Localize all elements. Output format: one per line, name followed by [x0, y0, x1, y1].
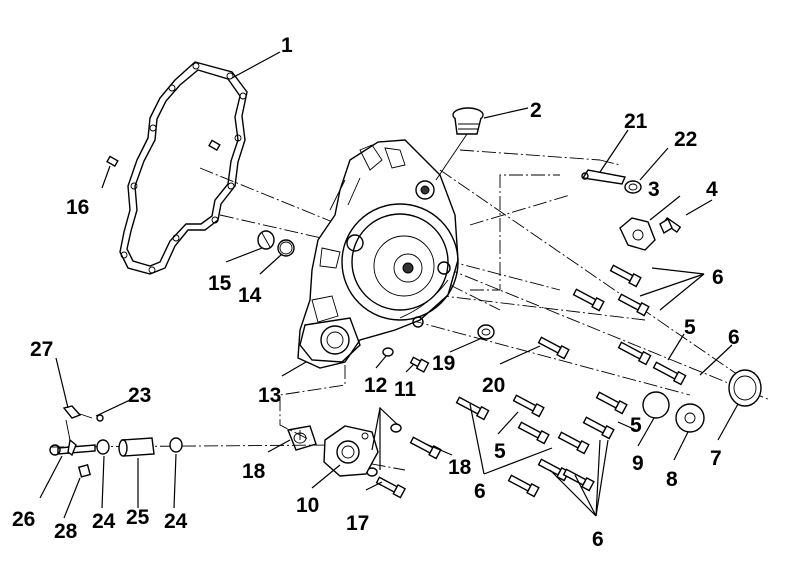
callout-2: 2 — [530, 99, 542, 122]
callout-22: 22 — [674, 128, 697, 151]
callout-4: 4 — [706, 178, 718, 201]
callout-6-a: 6 — [712, 266, 724, 289]
callout-6-d: 6 — [592, 528, 604, 551]
callout-6-c: 6 — [474, 480, 486, 503]
callout-25: 25 — [126, 506, 150, 529]
leader-lines — [39, 51, 739, 519]
pin-and-collar-parts — [581, 169, 642, 194]
callout-24-a: 24 — [92, 510, 116, 533]
gasket-part — [119, 61, 248, 275]
pump-housing-part — [287, 425, 379, 477]
callout-24-b: 24 — [164, 510, 188, 533]
callout-28: 28 — [54, 520, 78, 543]
callout-10: 10 — [296, 494, 319, 517]
oil-filler-plug-part — [435, 107, 484, 181]
seal-cap-oring-parts — [642, 369, 762, 433]
bolts-part — [375, 264, 687, 499]
callout-14: 14 — [238, 284, 262, 307]
callout-18-b: 18 — [448, 456, 472, 479]
callout-1: 1 — [281, 34, 293, 57]
callout-26: 26 — [12, 508, 35, 531]
callout-labels: 1 2 3 4 5 5 5 6 6 6 6 6 7 8 9 10 11 12 1… — [12, 34, 740, 551]
callout-8: 8 — [666, 468, 678, 491]
callout-7: 7 — [710, 447, 722, 470]
callout-12: 12 — [364, 374, 387, 397]
callout-17: 17 — [346, 512, 369, 535]
plug-and-oring-parts — [257, 230, 295, 257]
callout-5-c: 5 — [630, 414, 642, 437]
callout-27: 27 — [30, 338, 53, 361]
callout-6-b: 6 — [728, 326, 740, 349]
hose-assembly-part — [49, 405, 183, 478]
callout-5-b: 5 — [494, 440, 506, 463]
callout-11: 11 — [394, 378, 417, 401]
bracket-and-bolt-parts — [619, 216, 682, 251]
crankcase-cover-part — [297, 139, 459, 369]
callout-13: 13 — [258, 384, 281, 407]
callout-19: 19 — [432, 352, 455, 375]
callout-16: 16 — [66, 196, 89, 219]
dowel-pin-part — [106, 139, 221, 168]
callout-20: 20 — [482, 374, 505, 397]
callout-23: 23 — [128, 384, 151, 407]
callout-15: 15 — [208, 272, 232, 295]
callout-3: 3 — [648, 178, 660, 201]
callout-9: 9 — [632, 452, 644, 475]
callout-21: 21 — [624, 110, 648, 133]
callout-5-a: 5 — [684, 316, 696, 339]
callout-18-a: 18 — [242, 460, 266, 483]
